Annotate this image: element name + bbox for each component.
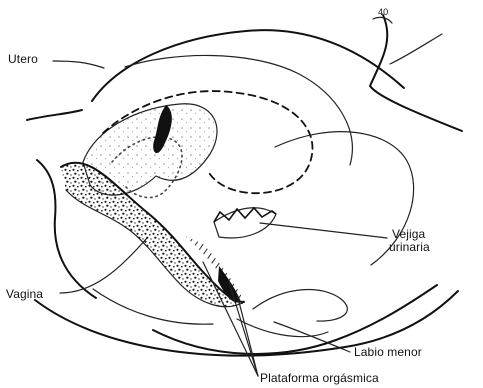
utero-leader-line [53, 61, 104, 68]
vejiga-leader-line [260, 223, 387, 238]
upper-right-curve [390, 34, 442, 64]
corner-mark: 40 [378, 8, 388, 17]
vagina-label: Vagina [6, 288, 43, 301]
corner-arc [373, 17, 392, 23]
plataforma-orgasmica-label: Plataforma orgásmica [260, 372, 379, 385]
bladder-outline [214, 208, 276, 238]
vejiga-label-line-1: Vejiga [392, 228, 425, 241]
vagina-leader-line [60, 238, 147, 293]
plataforma-leader-line-right [238, 298, 258, 376]
utero-label: Utero [8, 53, 38, 66]
labia-upper-curve [253, 290, 347, 322]
plataforma-leader-line-mid [229, 282, 258, 376]
labio-menor-label: Labio menor [354, 346, 422, 359]
right-body-outline [370, 15, 462, 131]
left-external-contour [27, 110, 82, 120]
labia-lower-curve [237, 319, 328, 337]
upper-cavity-outline [92, 30, 404, 101]
vejiga-label-line-2: urinaria [389, 241, 430, 254]
